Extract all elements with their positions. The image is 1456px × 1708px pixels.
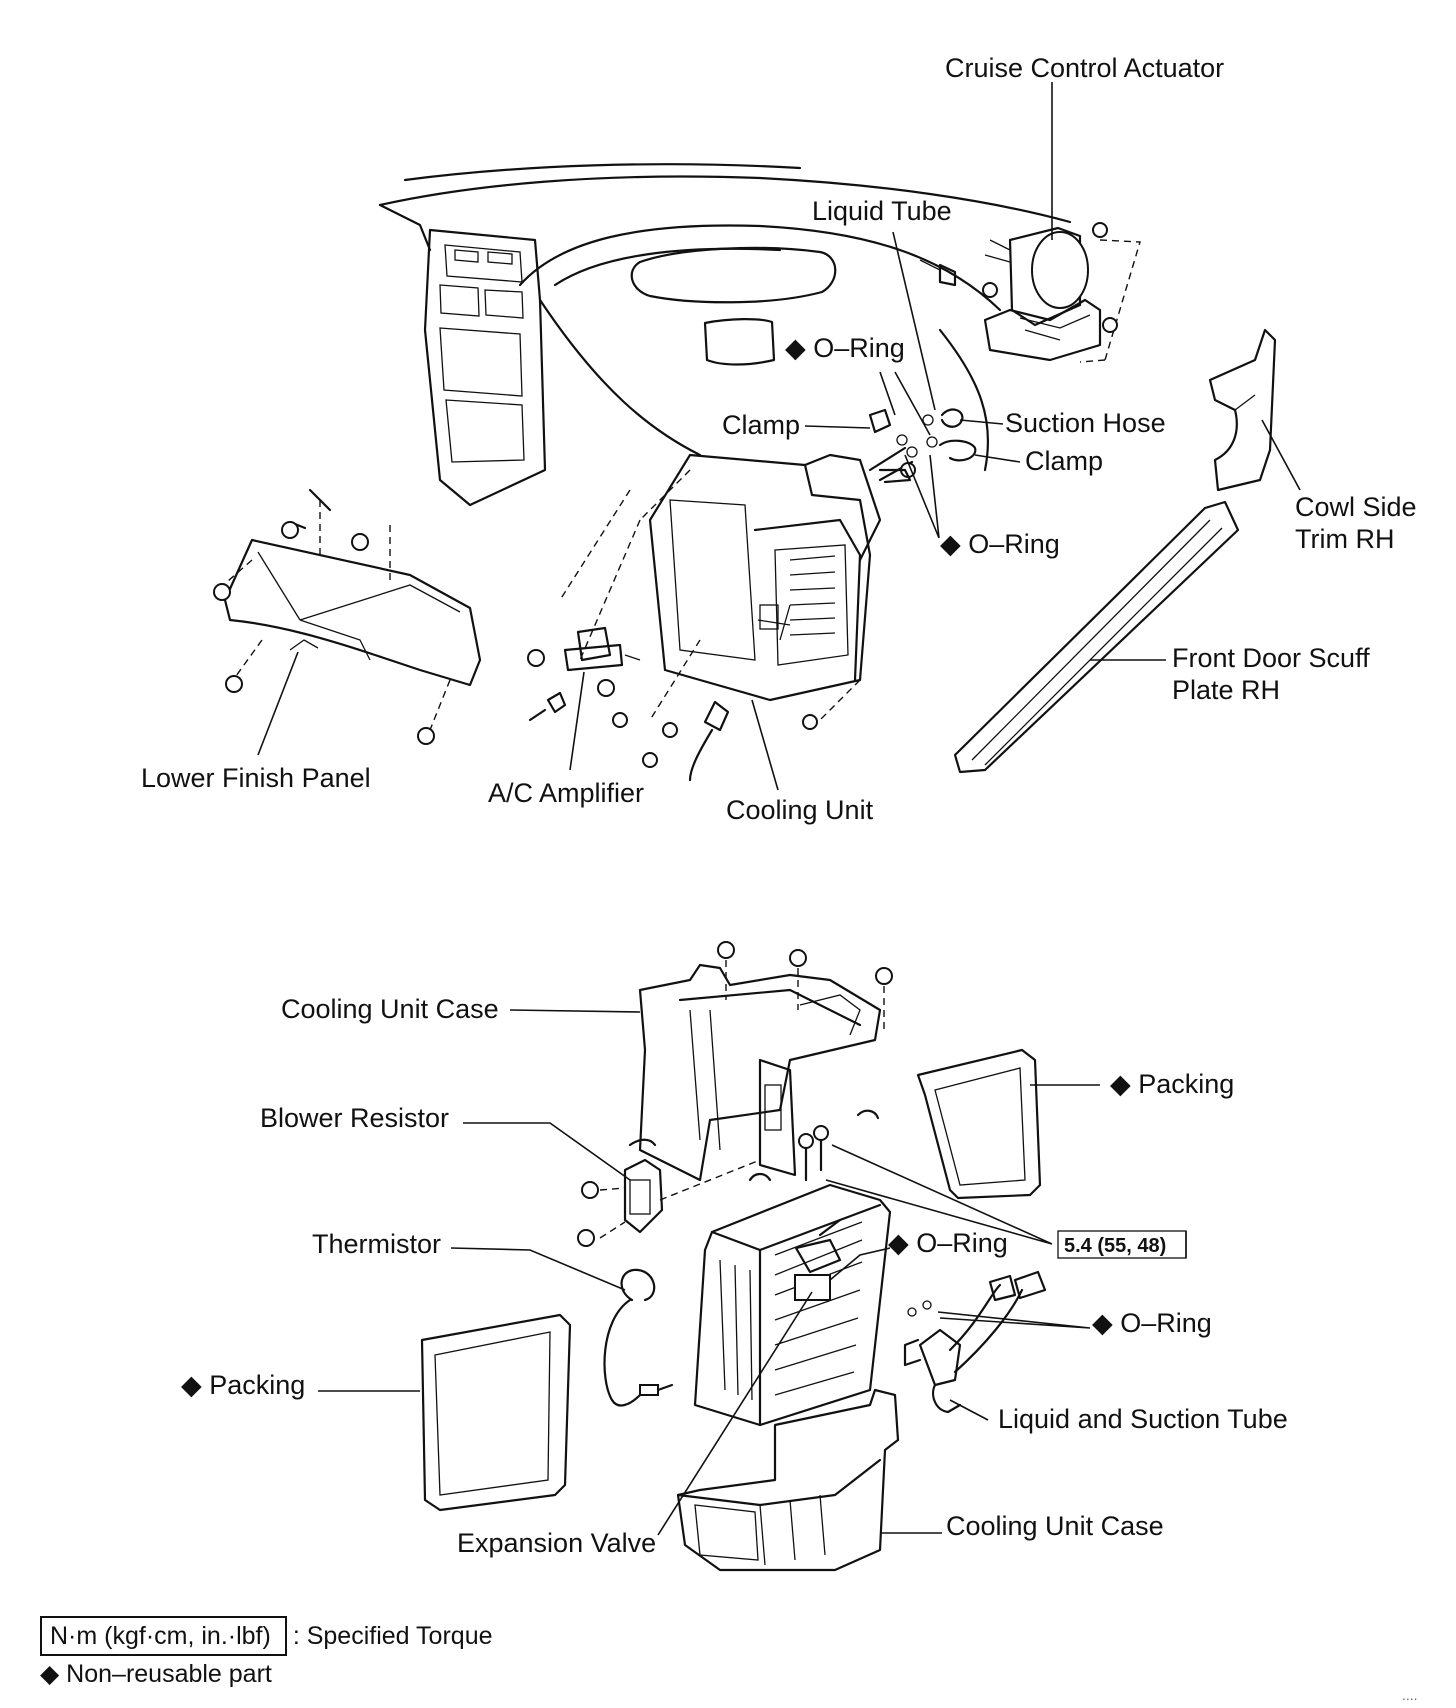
label-blower-resistor: Blower Resistor	[260, 1103, 449, 1133]
lower-case-drawing	[676, 1388, 900, 1572]
evaporator-drawing	[693, 1183, 892, 1427]
legend: N·m (kgf·cm, in.·lbf): Specified Torque …	[40, 1616, 493, 1692]
dashboard-drawing	[378, 163, 1072, 507]
screw-icon	[717, 941, 893, 985]
label-liquid-suction-tube: Liquid and Suction Tube	[998, 1404, 1288, 1434]
ac-amplifier-drawing	[527, 626, 818, 782]
label-cooling-unit-case-lower: Cooling Unit Case	[946, 1511, 1164, 1541]
label-o-ring-tube: ◆ O–Ring	[1092, 1308, 1212, 1338]
lower-finish-panel-drawing	[213, 488, 482, 745]
footer-mark: ....	[1402, 1687, 1418, 1703]
label-clamp-right: Clamp	[1025, 446, 1103, 476]
legend-torque-desc: : Specified Torque	[292, 1622, 493, 1650]
label-front-door-scuff-1: Front Door Scuff	[1172, 643, 1370, 673]
liquid-suction-tube-drawing	[903, 1270, 1047, 1414]
legend-torque-row: N·m (kgf·cm, in.·lbf): Specified Torque	[40, 1616, 493, 1656]
upper-case-drawing	[628, 941, 893, 1182]
label-ac-amplifier: A/C Amplifier	[488, 778, 644, 808]
blower-resistor-drawing	[577, 1158, 761, 1247]
label-cooling-unit-case-upper: Cooling Unit Case	[281, 994, 499, 1024]
screw-icon	[213, 488, 435, 745]
label-suction-hose: Suction Hose	[1005, 408, 1166, 438]
torque-bolt-icon	[798, 1125, 829, 1182]
label-cowl-side-trim-2: Trim RH	[1295, 524, 1394, 554]
label-torque-value: 5.4 (55, 48)	[1064, 1235, 1166, 1257]
thermistor-drawing	[603, 1268, 674, 1407]
label-front-door-scuff-2: Plate RH	[1172, 675, 1280, 705]
label-liquid-tube: Liquid Tube	[812, 196, 952, 226]
label-packing-right: ◆ Packing	[1110, 1069, 1234, 1099]
label-expansion-valve: Expansion Valve	[457, 1528, 656, 1558]
hoses-clamps-drawing	[868, 408, 977, 484]
legend-non-reusable: ◆ Non–reusable part	[40, 1660, 272, 1688]
label-lower-finish-panel: Lower Finish Panel	[141, 763, 371, 793]
packing-right-drawing	[916, 1048, 1042, 1200]
top-leader-lines	[257, 82, 1301, 791]
label-o-ring-upper: ◆ O–Ring	[785, 333, 905, 363]
cruise-control-actuator-drawing	[919, 222, 1141, 363]
bolt-icon	[982, 222, 1118, 333]
label-packing-left: ◆ Packing	[181, 1370, 305, 1400]
label-o-ring-evap: ◆ O–Ring	[888, 1228, 1008, 1258]
cooling-unit-drawing	[559, 446, 916, 721]
cowl-side-trim-drawing	[1208, 328, 1277, 492]
top-labels: Cruise Control Actuator Liquid Tube ◆ O–…	[141, 53, 1417, 825]
scuff-plate-drawing	[953, 500, 1240, 774]
packing-left-drawing	[420, 1313, 572, 1512]
bottom-labels: Cooling Unit Case ◆ Packing Blower Resis…	[181, 994, 1288, 1558]
label-o-ring-mid: ◆ O–Ring	[940, 529, 1060, 559]
label-thermistor: Thermistor	[312, 1229, 441, 1259]
label-cruise-control-actuator: Cruise Control Actuator	[945, 53, 1224, 83]
label-clamp-left: Clamp	[722, 410, 800, 440]
label-cowl-side-trim-1: Cowl Side	[1295, 492, 1417, 522]
bottom-leader-lines	[318, 1009, 1100, 1536]
legend-torque-unit: N·m (kgf·cm, in.·lbf)	[40, 1616, 287, 1656]
label-cooling-unit: Cooling Unit	[726, 795, 874, 825]
